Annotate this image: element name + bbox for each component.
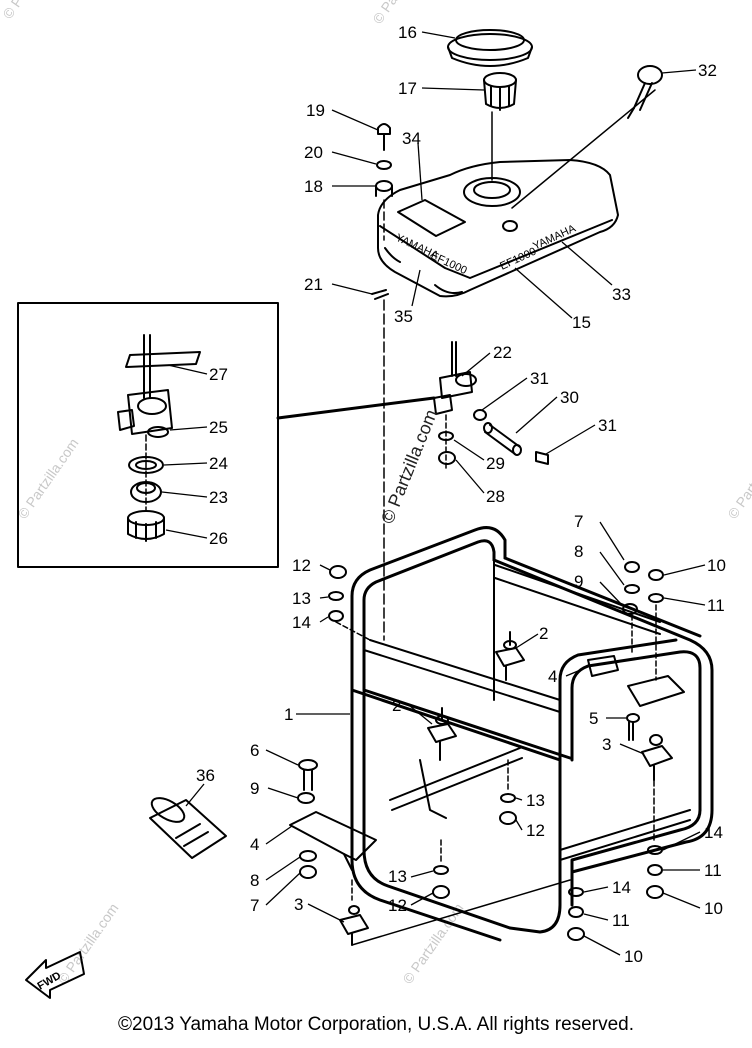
callout-label: 13 — [388, 867, 407, 886]
callout-label: 11 — [707, 596, 725, 615]
fuel-gauge-part — [511, 65, 663, 209]
callout-label: 35 — [394, 307, 413, 326]
callout-label: 13 — [292, 589, 311, 608]
copyright-footer: ©2013 Yamaha Motor Corporation, U.S.A. A… — [118, 1014, 634, 1035]
callout-label: 14 — [704, 823, 723, 842]
bracket-part — [587, 655, 619, 677]
bolt-washer-stack — [375, 123, 393, 241]
forward-arrow-icon — [25, 951, 85, 999]
callout-label: 10 — [624, 947, 643, 966]
callout-label: 9 — [250, 779, 259, 798]
callout-label: 23 — [209, 488, 228, 507]
left-bracket-assembly — [289, 759, 377, 901]
fuel-tank-part — [377, 159, 619, 298]
callout-label: 32 — [698, 61, 717, 80]
rubber-mount-part — [339, 879, 571, 946]
callout-label: 7 — [250, 896, 259, 915]
callout-label: 1 — [284, 705, 293, 724]
fuel-hose-part — [483, 422, 522, 456]
watermark-faint: © Partzilla.com — [14, 435, 81, 521]
callout-label: 12 — [292, 556, 311, 575]
callout-label: 4 — [548, 667, 557, 686]
callout-label: 11 — [704, 861, 722, 880]
callout-label: 3 — [294, 895, 303, 914]
callout-label: 21 — [304, 275, 323, 294]
callout-label: 6 — [250, 741, 259, 760]
callout-label: 36 — [196, 766, 215, 785]
callout-label: 12 — [388, 896, 407, 915]
rubber-mount-part — [495, 631, 525, 681]
frame-part — [350, 526, 714, 942]
callout-label: 2 — [392, 696, 401, 715]
callout-label: 25 — [209, 418, 228, 437]
callout-label: 27 — [209, 365, 228, 384]
callout-label: 19 — [306, 101, 325, 120]
callout-label: 20 — [304, 143, 323, 162]
detail-inset-box — [17, 302, 279, 568]
nut-washer-stack-bottom — [432, 839, 450, 899]
callout-label: 31 — [598, 416, 617, 435]
callout-leaders — [161, 31, 706, 956]
rubber-mount-part — [641, 734, 673, 841]
callout-label: 14 — [612, 878, 631, 897]
callout-label: 10 — [704, 899, 723, 918]
faint-watermarks: © Partzilla.com © Partzilla.com © Partzi… — [0, 0, 752, 987]
callout-label: 10 — [707, 556, 726, 575]
callout-label: 15 — [572, 313, 591, 332]
callout-label: 5 — [589, 709, 598, 728]
callout-label: 28 — [486, 487, 505, 506]
watermark-faint: © Partzilla.com — [54, 900, 121, 986]
callout-label: 24 — [209, 454, 228, 473]
callout-label: 30 — [560, 388, 579, 407]
callout-label: 33 — [612, 285, 631, 304]
callout-label: 34 — [402, 129, 421, 148]
fuel-cap-part — [447, 29, 533, 67]
callout-label: 3 — [602, 735, 611, 754]
callout-label: 31 — [530, 369, 549, 388]
tank-model-top: EF1000 — [429, 250, 469, 277]
forward-label: FWD — [36, 970, 64, 993]
callout-labels: 16 17 32 19 34 20 18 33 21 35 15 22 27 3… — [196, 23, 726, 966]
callout-label: 13 — [526, 791, 545, 810]
callout-label: 12 — [526, 821, 545, 840]
nut-washer-stack-middle — [499, 759, 517, 825]
callout-label: 9 — [574, 572, 583, 591]
fuel-strainer-part — [483, 72, 517, 111]
callout-label: 11 — [612, 911, 630, 930]
callout-label: 26 — [209, 529, 228, 548]
inset-fuel-cock-exploded — [117, 334, 201, 542]
detail-pointer-line — [276, 396, 436, 420]
bracket-part — [627, 675, 685, 707]
nut-washer-stack-bottom-right — [567, 845, 664, 941]
callout-label: 14 — [292, 613, 311, 632]
callout-label: 4 — [250, 835, 259, 854]
bolt-part — [626, 713, 640, 741]
callout-label: 2 — [539, 624, 548, 643]
callout-label: 7 — [574, 512, 583, 531]
nut-washer-stack-left — [328, 565, 371, 641]
callout-label: 29 — [486, 454, 505, 473]
tool-roll-part — [149, 797, 227, 859]
fuel-cock-part — [433, 341, 487, 471]
watermark-main: © Partzilla.com — [377, 407, 441, 527]
callout-label: 17 — [398, 79, 417, 98]
nut-washer-stack-right — [622, 561, 664, 681]
hose-clip-part — [535, 451, 549, 465]
watermark-faint: © Partzilla.com — [724, 435, 752, 521]
callout-label: 8 — [574, 542, 583, 561]
watermark-faint: © Partzilla.com — [0, 0, 67, 22]
callout-label: 16 — [398, 23, 417, 42]
callout-label: 8 — [250, 871, 259, 890]
callout-label: 22 — [493, 343, 512, 362]
pin-part — [371, 289, 389, 300]
callout-label: 18 — [304, 177, 323, 196]
rubber-mount-part — [419, 707, 457, 819]
